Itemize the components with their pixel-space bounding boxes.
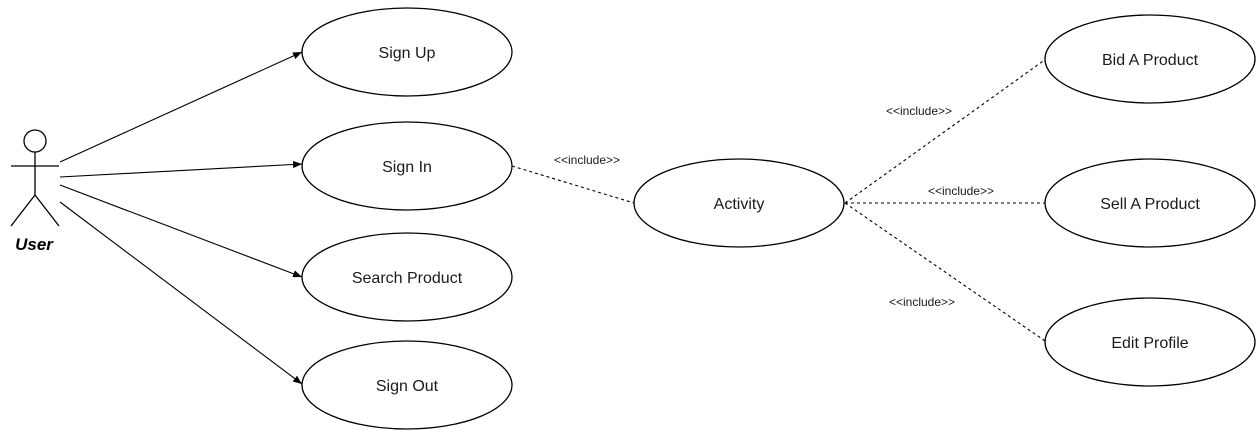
use-case-label: Sell A Product bbox=[1100, 196, 1200, 213]
association-signup bbox=[59, 51, 303, 163]
use-case-bid-a-product[interactable]: Bid A Product bbox=[1044, 14, 1256, 104]
use-case-label: Bid A Product bbox=[1102, 52, 1199, 69]
use-case-label: Sign Up bbox=[379, 45, 436, 62]
user-actor: User bbox=[10, 129, 60, 254]
use-case-label: Sign Out bbox=[376, 378, 439, 395]
actor-left-leg bbox=[10, 194, 36, 227]
actor-right-leg bbox=[34, 194, 60, 227]
include-label-signin-activity: <<include>> bbox=[554, 153, 620, 167]
use-case-activity[interactable]: Activity bbox=[633, 158, 845, 248]
include-line-activity-bid bbox=[844, 58, 1047, 204]
include-label-activity-bid: <<include>> bbox=[886, 104, 952, 118]
use-case-sell-a-product[interactable]: Sell A Product bbox=[1044, 158, 1256, 248]
actor-head bbox=[23, 129, 47, 153]
association-signout bbox=[59, 201, 303, 385]
use-case-sign-in[interactable]: Sign In bbox=[301, 121, 513, 211]
association-signin bbox=[59, 160, 303, 178]
use-case-edit-profile[interactable]: Edit Profile bbox=[1044, 297, 1256, 387]
include-line-signin-activity bbox=[511, 165, 635, 204]
association-search bbox=[59, 184, 303, 278]
include-line-activity-edit bbox=[844, 202, 1049, 344]
use-case-label: Search Product bbox=[352, 270, 463, 287]
use-case-sign-out[interactable]: Sign Out bbox=[301, 340, 513, 430]
use-case-search-product[interactable]: Search Product bbox=[301, 232, 513, 322]
include-label-activity-edit: <<include>> bbox=[889, 295, 955, 309]
actor-label: User bbox=[15, 235, 54, 254]
include-label-activity-sell: <<include>> bbox=[928, 184, 994, 198]
use-case-sign-up[interactable]: Sign Up bbox=[301, 7, 513, 97]
use-case-label: Sign In bbox=[382, 159, 432, 176]
use-case-label: Edit Profile bbox=[1111, 335, 1188, 352]
use-case-label: Activity bbox=[714, 196, 765, 213]
